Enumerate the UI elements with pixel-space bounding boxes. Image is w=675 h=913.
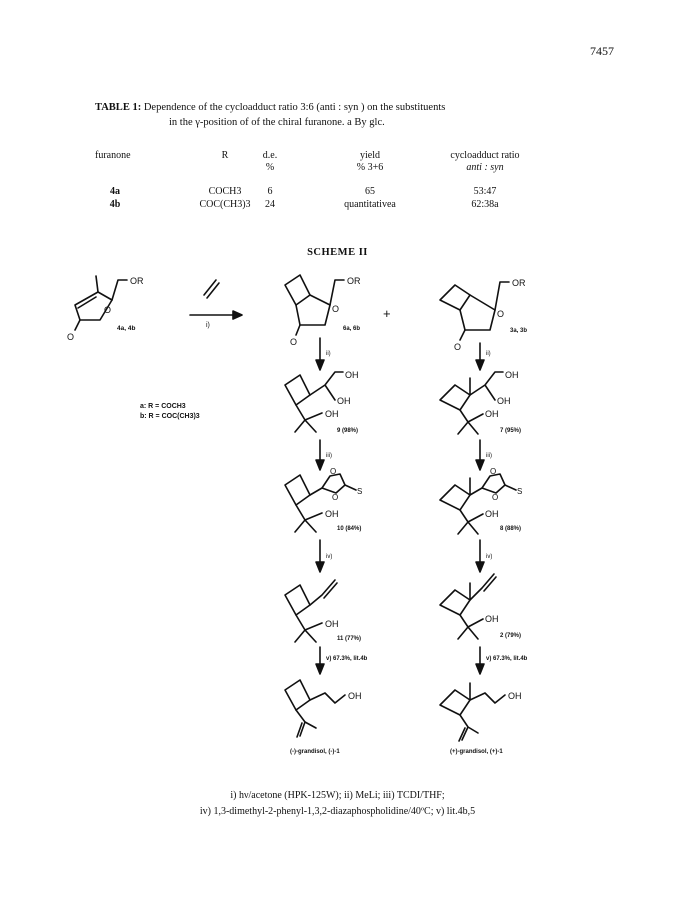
- alkene-2-structure: OH 2 (79%): [439, 573, 521, 640]
- sub-a-label: a: R = COCH3: [140, 403, 186, 410]
- c11-label: 11 (77%): [337, 636, 361, 642]
- c10-S: S: [357, 487, 362, 496]
- c10-OH: OH: [325, 509, 339, 519]
- c10-O2: O: [332, 493, 338, 502]
- row2-ratio: 62:38a: [471, 199, 499, 210]
- c6-carbonyl-O: O: [290, 337, 297, 347]
- th-de-unit: %: [265, 162, 275, 173]
- table-caption-label: TABLE 1:: [95, 102, 142, 113]
- step-v-right: v) 67.3%, lit.4b: [486, 656, 528, 662]
- start-carbonyl-O: O: [67, 332, 74, 342]
- step-ii-arrows: ii) ii): [315, 337, 491, 371]
- c3-OR: OR: [512, 278, 526, 288]
- page-number: 7457: [590, 44, 614, 58]
- alkene-11-structure: OH 11 (77%): [284, 579, 361, 643]
- grandisol-plus-structure: OH (+)-grandisol, (+)-1: [439, 682, 522, 755]
- c3-label: 3a, 3b: [510, 328, 527, 334]
- step-iii-left: iii): [326, 453, 332, 459]
- grandisol-minus-OH: OH: [348, 691, 362, 701]
- step-iii-right: iii): [486, 453, 492, 459]
- c8-S: S: [517, 487, 522, 496]
- c9-OH3: OH: [325, 409, 339, 419]
- start-ring-O: O: [104, 305, 111, 315]
- table-caption: TABLE 1: Dependence of the cycloadduct r…: [95, 100, 615, 130]
- th-yield-label: yield: [360, 150, 380, 161]
- table-caption-text2: in the γ-position of of the chiral furan…: [169, 117, 385, 128]
- step-iv-arrows: iv) iv): [315, 539, 492, 573]
- row1-R: COCH3: [208, 186, 242, 197]
- th-furanone: furanone: [95, 150, 131, 161]
- thiocarbonate-8-structure: O O S OH 8 (88%): [439, 467, 522, 535]
- sub-b-label: b: R = COC(CH3)3: [140, 413, 200, 420]
- step-iii-arrows: iii) iii): [315, 439, 492, 471]
- c9-OH1: OH: [345, 370, 359, 380]
- c8-label: 8 (88%): [500, 526, 521, 532]
- cycloadduct-3-structure: OR O O 3a, 3b: [439, 278, 527, 352]
- step-ii-right: ii): [486, 351, 491, 357]
- th-ratio-label: cycloadduct ratio: [450, 150, 520, 161]
- row1-yield: 65: [365, 186, 375, 197]
- step-ii-left: ii): [326, 351, 331, 357]
- c8-OH: OH: [485, 509, 499, 519]
- c6-label: 6a, 6b: [343, 326, 360, 332]
- step-i-arrow: i): [189, 279, 243, 329]
- cycloadduct-6-structure: OR O O 6a, 6b: [284, 274, 361, 347]
- c6-ring-O: O: [332, 304, 339, 314]
- furanone-structure: OR O O 4a, 4b: [67, 275, 144, 342]
- c3-carbonyl-O: O: [454, 342, 461, 352]
- c3-ring-O: O: [497, 309, 504, 319]
- grandisol-plus-label: (+)-grandisol, (+)-1: [450, 749, 503, 755]
- row2-de: 24: [265, 199, 275, 210]
- start-label: 4a, 4b: [117, 325, 135, 332]
- c6-OR: OR: [347, 276, 361, 286]
- th-yield-unit: % 3+6: [356, 162, 384, 173]
- grandisol-minus-structure: OH (-)-grandisol, (-)-1: [284, 679, 362, 755]
- th-de: d.e. %: [240, 150, 300, 174]
- start-OR: OR: [130, 276, 144, 286]
- c11-OH: OH: [325, 619, 339, 629]
- scheme-title: SCHEME II: [307, 247, 368, 258]
- th-de-label: d.e.: [262, 150, 278, 161]
- c10-label: 10 (84%): [337, 526, 361, 532]
- grandisol-minus-label: (-)-grandisol, (-)-1: [290, 749, 340, 755]
- c7-label: 7 (95%): [500, 428, 521, 434]
- footnote-line2: iv) 1,3-dimethyl-2-phenyl-1,3,2-diazapho…: [199, 806, 476, 817]
- footnote-line1: i) hν/acetone (HPK-125W); ii) MeLi; iii)…: [230, 790, 445, 801]
- step-iv-right: iv): [486, 554, 492, 560]
- c8-O2: O: [492, 493, 498, 502]
- th-ratio: cycloadduct ratio anti : syn: [420, 150, 550, 174]
- step-v-left: v) 67.3%, lit.4b: [326, 656, 368, 662]
- row1-ratio: 53:47: [473, 186, 497, 197]
- th-R: R: [221, 150, 229, 161]
- row2-R: COC(CH3)3: [199, 199, 251, 210]
- grandisol-plus-OH: OH: [508, 691, 522, 701]
- thiocarbonate-10-structure: O O S OH 10 (84%): [284, 467, 362, 533]
- plus-sign: +: [383, 306, 391, 321]
- step-v-arrows: v) 67.3%, lit.4b v) 67.3%, lit.4b: [315, 646, 528, 675]
- row1-de: 6: [267, 186, 273, 197]
- row1-furanone: 4a: [110, 186, 120, 197]
- diol-9-structure: OH OH OH 9 (98%): [284, 370, 359, 434]
- c7-OH2: OH: [497, 396, 511, 406]
- c2-OH: OH: [485, 614, 499, 624]
- diol-7-structure: OH OH OH 7 (95%): [439, 370, 521, 435]
- c10-O1: O: [330, 467, 336, 476]
- row2-yield: quantitativea: [344, 199, 396, 210]
- c7-OH1: OH: [505, 370, 519, 380]
- c9-OH2: OH: [337, 396, 351, 406]
- c7-OH3: OH: [485, 409, 499, 419]
- step-iv-left: iv): [326, 554, 332, 560]
- c2-label: 2 (79%): [500, 633, 521, 639]
- c9-label: 9 (98%): [337, 428, 358, 434]
- c8-O1: O: [490, 467, 496, 476]
- th-yield: yield % 3+6: [320, 150, 420, 174]
- row2-furanone: 4b: [109, 199, 121, 210]
- table-caption-text: Dependence of the cycloadduct ratio 3:6 …: [143, 102, 446, 113]
- th-ratio-unit: anti : syn: [466, 162, 504, 173]
- step-i-label: i): [206, 322, 210, 329]
